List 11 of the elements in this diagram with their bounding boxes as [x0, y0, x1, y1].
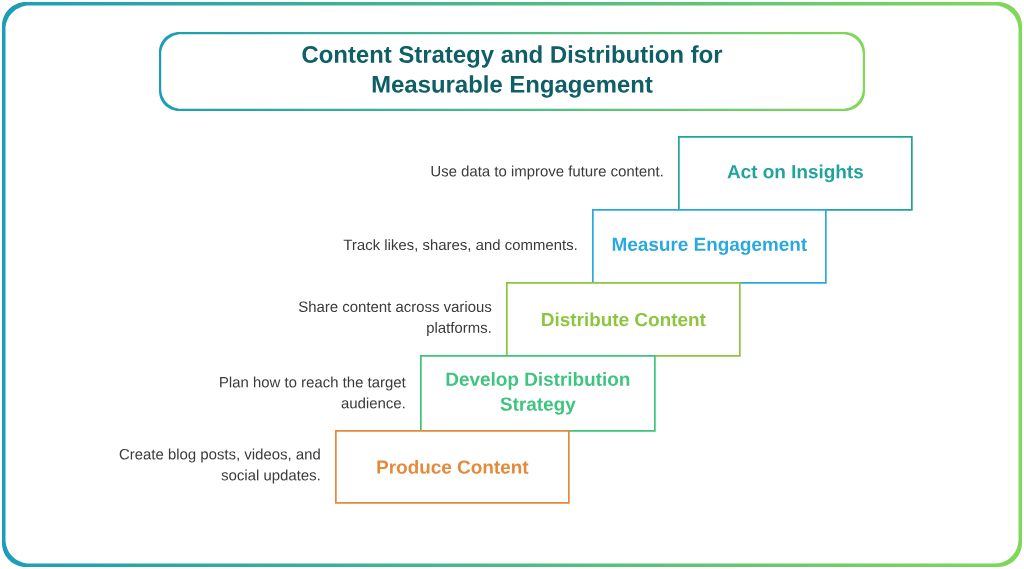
step-description: Create blog posts, videos, and social updates. [119, 448, 320, 484]
step-description: Use data to improve future content. [431, 165, 663, 180]
title: Content Strategy and Distribution for Measurable Engagement [302, 45, 723, 98]
step-box: Distribute Content [506, 282, 741, 357]
step-description: Share content across various platforms. [298, 301, 492, 336]
step-box: Develop Distribution Strategy [420, 355, 656, 432]
step-box: Produce Content [335, 430, 570, 504]
step-box: Measure Engagement [592, 209, 827, 284]
step-box: Act on Insights [678, 136, 913, 211]
step-description: Plan how to reach the target audience. [220, 376, 406, 409]
step-description: Track likes, shares, and comments. [343, 239, 577, 252]
